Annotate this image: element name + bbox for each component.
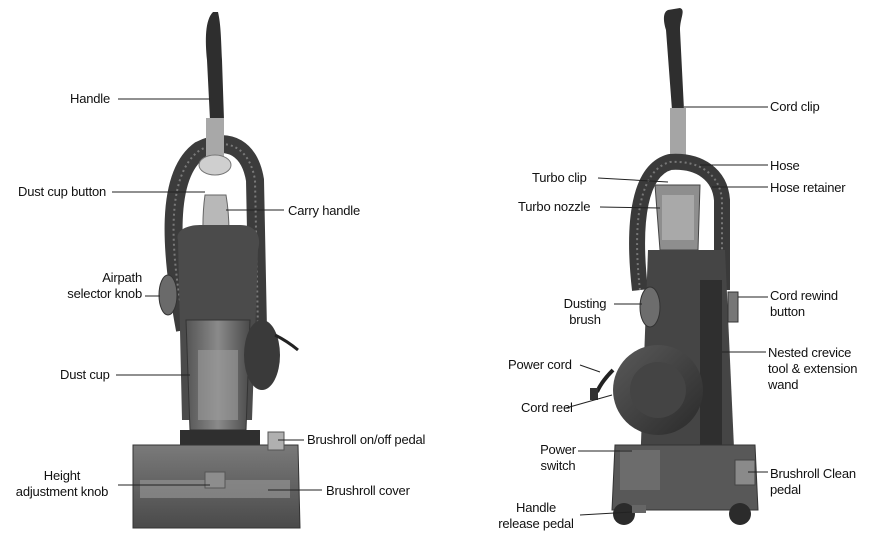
label-carry-handle: Carry handle: [288, 203, 361, 218]
label-brushroll-cover: Brushroll cover: [326, 483, 410, 498]
back-vacuum: [590, 8, 759, 525]
label-airpath-selector-knob: Airpath selector knob: [67, 270, 142, 301]
label-turbo-nozzle: Turbo nozzle: [518, 199, 591, 214]
label-nested-crevice-tool: Nested crevice tool & extension wand: [768, 345, 858, 392]
label-power-cord: Power cord: [508, 357, 572, 372]
label-height-adjustment-knob: Height adjustment knob: [15, 468, 109, 499]
label-brushroll-clean-pedal: Brushroll Clean pedal: [770, 466, 856, 497]
label-brushroll-on-off-pedal: Brushroll on/off pedal: [307, 432, 426, 447]
label-cord-clip: Cord clip: [770, 99, 820, 114]
leader-lines: [112, 98, 768, 516]
label-handle-release-pedal: Handle release pedal: [498, 500, 574, 531]
label-turbo-clip: Turbo clip: [532, 170, 587, 185]
label-dusting-brush: Dusting brush: [563, 296, 607, 327]
front-vacuum: [132, 12, 301, 529]
label-hose: Hose: [770, 158, 800, 173]
label-cord-reel: Cord reel: [521, 400, 573, 415]
label-hose-retainer: Hose retainer: [770, 180, 846, 195]
label-dust-cup-button: Dust cup button: [18, 184, 107, 199]
label-cord-rewind-button: Cord rewind button: [770, 288, 838, 319]
label-power-switch: Power switch: [540, 442, 576, 473]
label-dust-cup: Dust cup: [60, 367, 110, 382]
label-handle: Handle: [70, 91, 110, 106]
